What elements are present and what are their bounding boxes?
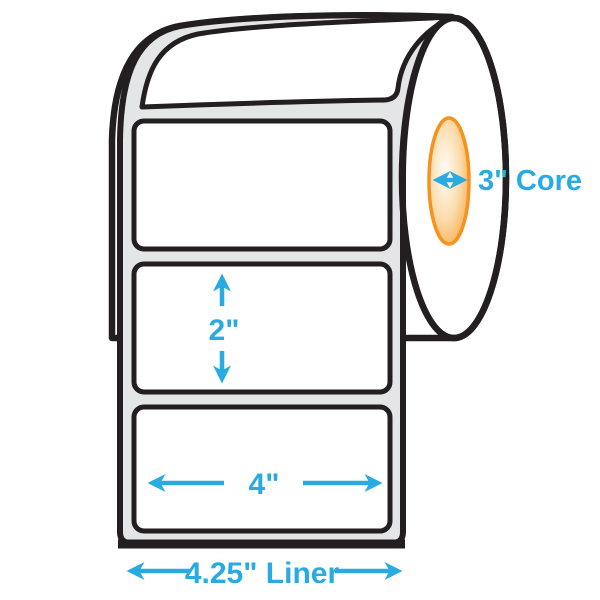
label-height-text: 2" [209,314,240,347]
label-1 [139,14,455,110]
label-3 [131,261,393,395]
core-text: 3" Core [478,165,582,197]
label-2 [131,118,393,252]
label-width-text: 4" [249,468,280,501]
roll-face [398,14,510,342]
liner-width-text: 4.25" Liner [185,557,340,590]
label-4 [131,404,393,534]
